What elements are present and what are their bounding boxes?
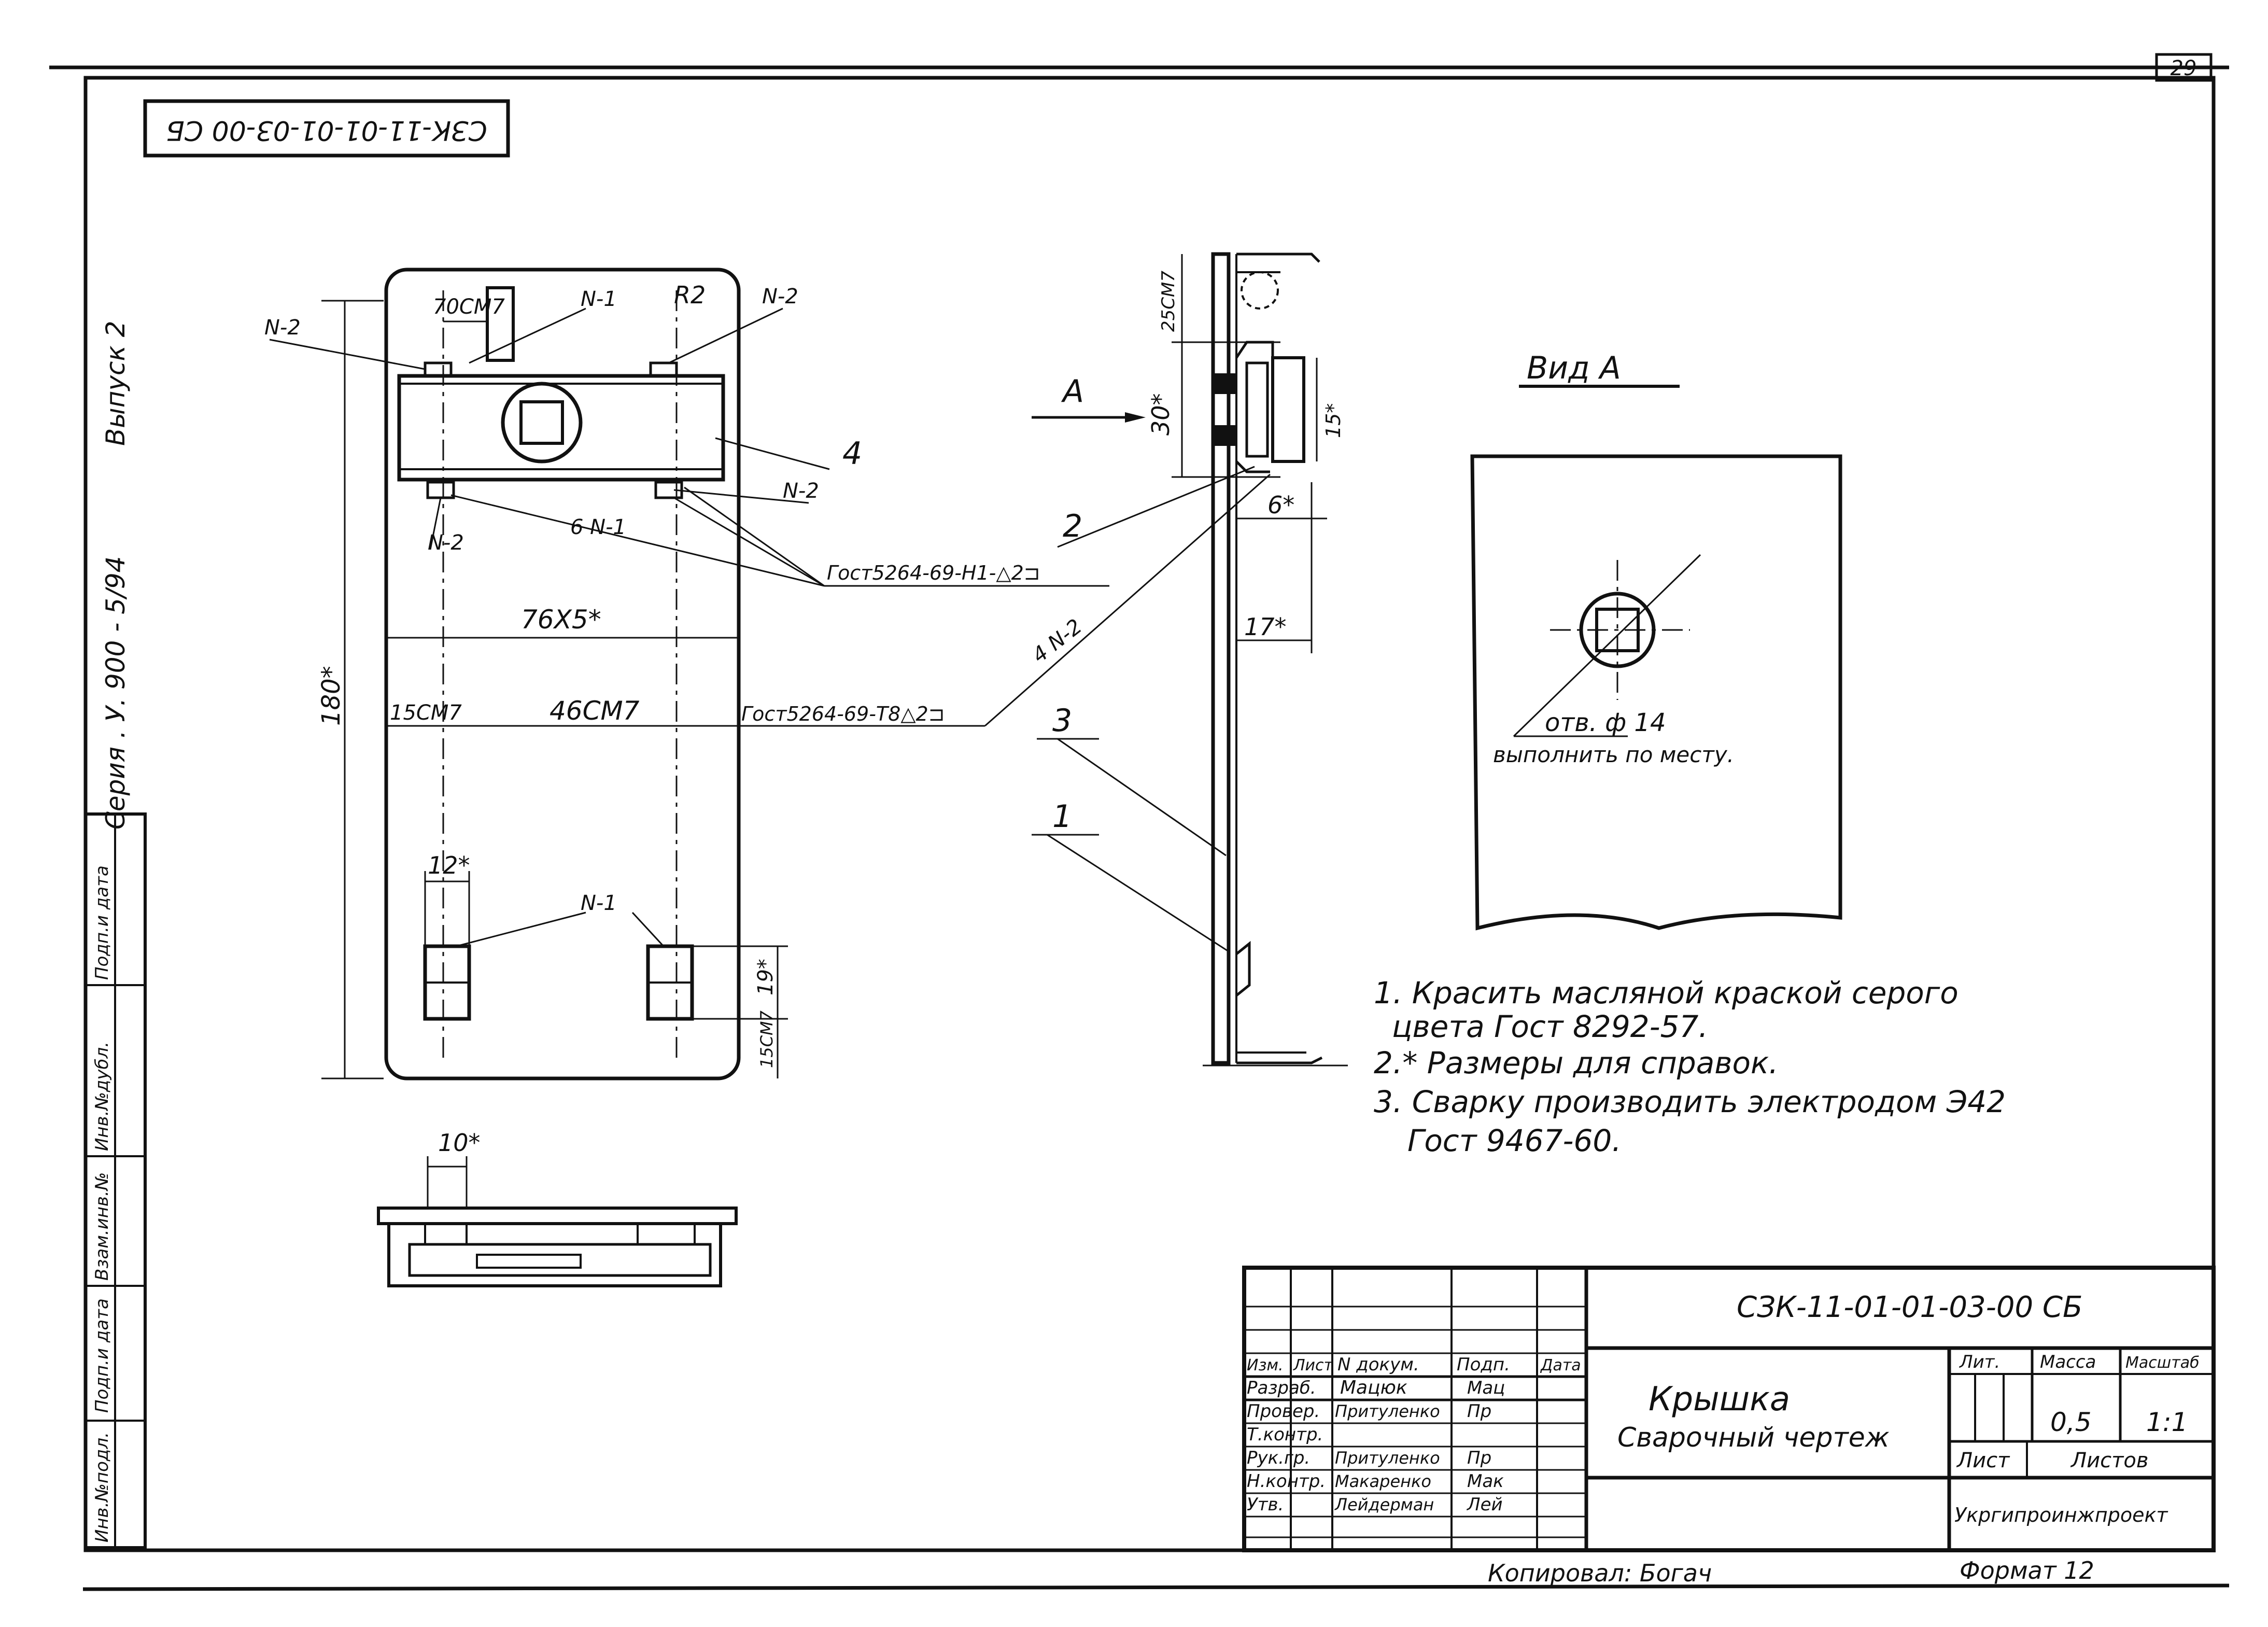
strip-cell-5: Подп.и дата [92, 865, 112, 980]
mark-n2-bottom-left: N-2 [428, 531, 464, 555]
tb-sign-2: Пр [1467, 1401, 1491, 1422]
tb-sheets-label: Листов [2070, 1449, 2148, 1472]
tb-sign-4: Пр [1467, 1448, 1491, 1468]
note-line-2: цвета Гост 8292-57. [1392, 1009, 1708, 1044]
title-block [1242, 1266, 2216, 1552]
stamp-rotated-text: СЗК-11-01-01-03-00 СБ [166, 115, 487, 146]
dim-19: 19* [754, 959, 778, 995]
pos-2: 2 [1063, 508, 1082, 544]
notes: 1. Красить масляной краской серого цвета… [1374, 975, 2006, 1158]
pos-1: 1 [1052, 798, 1072, 835]
tb-name-row-5: Макаренко [1335, 1471, 1431, 1491]
tb-lit-label: Лит. [1959, 1352, 2000, 1372]
strip-cell-2: Подп.и дата [92, 1298, 112, 1413]
bottom-view [377, 1156, 738, 1287]
page-number-box: 29 [2155, 53, 2213, 82]
tb-role-3: Т.контр. [1247, 1424, 1323, 1445]
note-line-4: 3. Сварку производить электродом Э42 [1374, 1084, 2006, 1119]
series-block: Серия . У. 900 - 5/94 Выпуск 2 [101, 321, 131, 830]
left-strip: Инв.№подл. Подп.и дата Взам.инв.№ Инв.№д… [84, 812, 147, 1549]
tb-name-row-2: Притуленко [1335, 1401, 1440, 1421]
tb-role-5: Н.контр. [1247, 1471, 1326, 1492]
mark-n2-right: N-2 [783, 479, 819, 503]
mark-n2-top-left: N-2 [264, 316, 301, 340]
frame [49, 65, 2230, 1591]
tb-mass-value: 0,5 [2050, 1407, 2092, 1437]
note-line-1: 1. Красить масляной краской серого [1374, 975, 1959, 1011]
dim-46cm: 46CM7 [550, 696, 640, 726]
tb-name-row-6: Лейдерман [1334, 1495, 1434, 1514]
tb-hdr-izm: Изм. [1247, 1356, 1284, 1374]
note-line-3: 2.* Размеры для справок. [1374, 1045, 1778, 1081]
side-view [984, 252, 1348, 1067]
tb-mass-label: Масса [2040, 1352, 2096, 1372]
arrow-a-label: A [1061, 373, 1084, 410]
dim-total-height: 180* [317, 666, 346, 726]
dim-top-offset: 70СМ7 [433, 295, 505, 319]
tb-designation: СЗК-11-01-01-03-00 СБ [1737, 1291, 2082, 1324]
tb-role-6: Утв. [1247, 1494, 1284, 1515]
dim-15: 15* [1322, 403, 1345, 438]
dim-15cm-bottom: 15CM7 [757, 1010, 777, 1068]
series-label: Серия . У. 900 - 5/94 [101, 556, 131, 830]
dim-25cm: 25СМ7 [1158, 271, 1179, 332]
tb-role-1: Разраб. [1247, 1378, 1316, 1398]
tb-sign-6: Лей [1466, 1494, 1503, 1515]
footer: Копировал: Богач Формат 12 [1488, 1556, 2094, 1587]
strip-cell-4: Инв.№дубл. [92, 1042, 112, 1151]
weld-note-1: Гост5264-69-Н1-△2⊐ [827, 562, 1040, 584]
tb-sign-1: Мац [1467, 1378, 1505, 1398]
tb-hdr-list: Лист [1293, 1356, 1334, 1374]
strip-cell-1: Инв.№подл. [92, 1432, 112, 1542]
tb-hdr-podp: Подп. [1457, 1354, 1510, 1375]
tb-hdr-data: Дата [1540, 1356, 1581, 1374]
view-a [1470, 385, 1842, 931]
mark-n2-top-right: N-2 [762, 285, 798, 308]
footer-copied: Копировал: Богач [1488, 1559, 1712, 1587]
mark-n1-bottom: N-1 [581, 891, 617, 915]
dim-17: 17* [1244, 613, 1287, 641]
hole-label: отв. ф 14 [1545, 708, 1666, 737]
view-a-labels: Вид А отв. ф 14 выполнить по месту. [1493, 350, 1734, 767]
dim-6: 6* [1267, 491, 1294, 519]
pos-4: 4 [842, 436, 862, 472]
strip-cell-3: Взам.инв.№ [92, 1172, 112, 1281]
view-a-title: Вид А [1527, 350, 1621, 386]
footer-format: Формат 12 [1960, 1556, 2094, 1584]
pos-4n2: 4 N-2 [1028, 614, 1087, 668]
tb-name-1: Крышка [1649, 1380, 1790, 1419]
title-block-text: СЗК-11-01-01-03-00 СБ Крышка Сварочный ч… [1247, 1291, 2200, 1526]
plate-outline [384, 268, 741, 1081]
tb-scale-value: 1:1 [2146, 1407, 2188, 1437]
front-view [269, 268, 1109, 1081]
dim-10: 10* [438, 1129, 481, 1157]
dim-15cm: 15CM7 [390, 701, 462, 725]
mark-6n1: 6 N-1 [570, 515, 626, 539]
tb-scale-label: Масштаб [2125, 1354, 2200, 1372]
tb-hdr-ndoc: N докум. [1337, 1354, 1419, 1375]
issue-label: Выпуск 2 [101, 321, 131, 446]
weld-note-2: Гост5264-69-Т8△2⊐ [741, 703, 945, 725]
tb-role-4: Рук.гр. [1247, 1448, 1310, 1468]
stamp-rotated-box: СЗК-11-01-01-03-00 СБ [143, 99, 510, 158]
tb-name-row-1: Мацюк [1340, 1377, 1407, 1398]
hole-note: выполнить по месту. [1493, 742, 1734, 767]
page-number: 29 [2171, 57, 2197, 80]
dim-30: 30* [1147, 393, 1175, 436]
radius-label: R2 [674, 281, 706, 309]
pos-3: 3 [1052, 703, 1072, 739]
side-view-labels: A 25СМ7 30* 15* 6* 17* 2 4 N-2 3 1 [1028, 271, 1345, 835]
tb-organization: Укргипроинжпроект [1954, 1504, 2168, 1526]
front-view-labels: 180* 70СМ7 R2 N-1 N-2 N-2 4 N-2 6 N-1 N-… [264, 281, 1040, 1068]
tb-name-row-4: Притуленко [1335, 1448, 1440, 1468]
dim-12: 12* [428, 851, 470, 879]
note-line-5: Гост 9467-60. [1407, 1123, 1622, 1158]
tb-sheet-label: Лист [1956, 1449, 2010, 1472]
tb-role-2: Провер. [1247, 1401, 1320, 1422]
tb-sign-5: Мак [1467, 1471, 1504, 1492]
dim-76x5: 76X5* [521, 605, 601, 635]
tb-name-2: Сварочный чертеж [1617, 1422, 1890, 1453]
mark-n1-top: N-1 [581, 287, 617, 311]
